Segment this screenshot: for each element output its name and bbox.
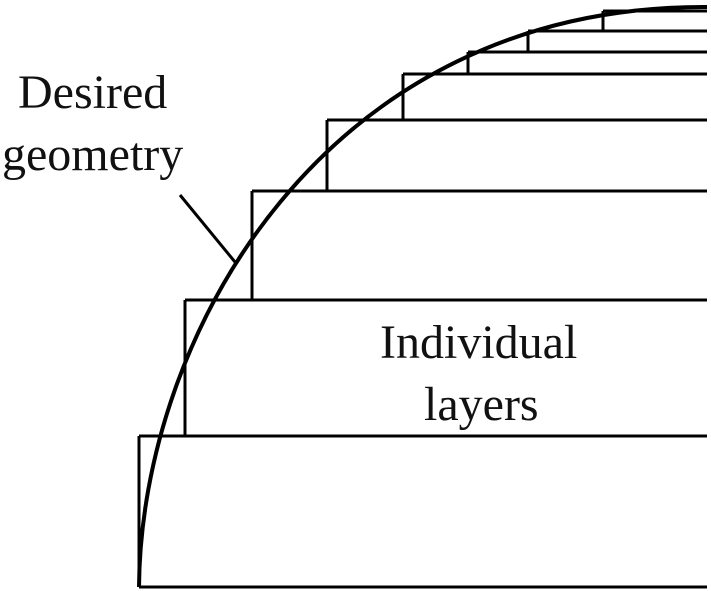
individual-layers-label: Individual layers — [380, 316, 577, 431]
desired-geometry-label-line-2: geometry — [2, 128, 183, 181]
individual-layers-label-line-2: layers — [424, 378, 539, 431]
desired-geometry-label: Desired geometry — [2, 66, 183, 181]
individual-layers-group — [137, 9, 707, 589]
individual-layers-label-line-1: Individual — [380, 316, 577, 369]
desired-geometry-curve — [137, 4, 708, 588]
desired-geometry-label-line-1: Desired — [18, 66, 167, 119]
desired-geometry-leader-line — [178, 194, 237, 263]
